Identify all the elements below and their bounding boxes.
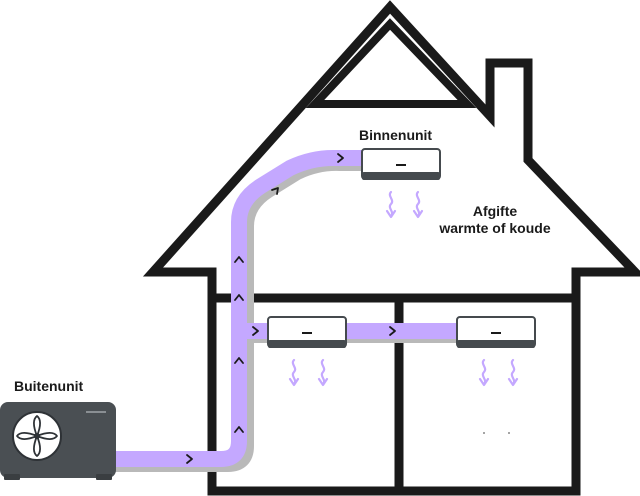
fan-icon	[12, 411, 62, 461]
chevron-icon	[337, 153, 344, 163]
output-label-line2: warmte of koude	[439, 220, 551, 236]
chevron-icon	[234, 256, 244, 263]
indoor-unit-right-room	[456, 316, 536, 348]
indoor-unit-left-room	[267, 316, 347, 348]
indoor-unit-attic	[361, 148, 441, 180]
output-label-line1: Afgifte	[472, 203, 518, 219]
house-outline	[142, 0, 640, 496]
chevron-icon	[389, 326, 396, 336]
chevron-icon	[234, 294, 244, 301]
dot	[483, 432, 485, 434]
output-label: Afgifte warmte of koude	[432, 203, 558, 237]
outdoor-unit-label: Buitenunit	[14, 378, 84, 394]
outdoor-unit	[0, 402, 116, 480]
flow-chevrons	[186, 153, 396, 464]
chevron-icon	[271, 187, 279, 195]
dot	[508, 432, 510, 434]
chevron-icon	[252, 326, 259, 336]
chevron-icon	[186, 454, 193, 464]
attic-triangle	[305, 18, 477, 108]
indoor-unit-label: Binnenunit	[359, 127, 433, 143]
chevron-icon	[234, 357, 244, 364]
chevron-icon	[234, 426, 244, 433]
